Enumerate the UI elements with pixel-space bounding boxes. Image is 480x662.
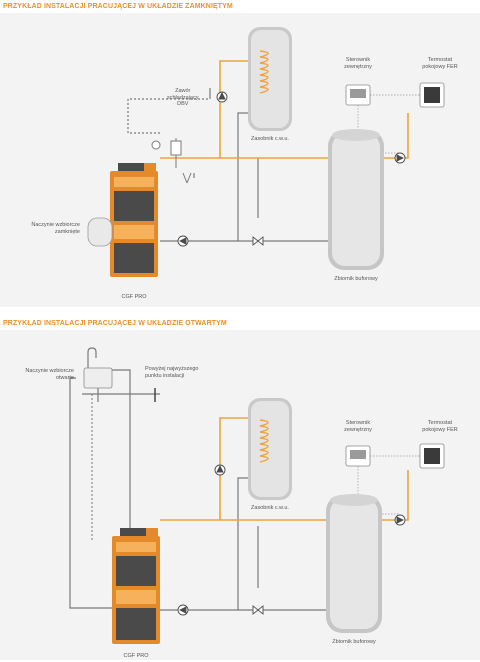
closed-controller-label: Sterownik zewnętrzny <box>334 57 382 70</box>
open-buffer-label: Zbiornik buforowy <box>332 639 376 645</box>
closed-mixing-valve <box>252 236 264 246</box>
closed-expansion-label-line1: Naczynie wzbiorcze <box>31 222 80 228</box>
open-pumps <box>177 464 406 616</box>
closed-buffer-label: Zbiornik buforowy <box>334 276 378 282</box>
closed-system-schematic <box>87 27 445 277</box>
closed-boiler-label: CGF PRO <box>121 294 147 300</box>
closed-controller <box>345 84 371 106</box>
closed-thermostat-label-line2: pokojowy FER <box>422 63 458 70</box>
closed-valve-label: Zawór schładzający DBV <box>167 88 199 108</box>
open-mixing-valve <box>252 605 264 615</box>
closed-dhw-tank <box>248 27 292 131</box>
closed-thermostat <box>419 82 445 108</box>
closed-expansion-label-line2: zamknięte <box>54 228 80 235</box>
closed-system-heading: PRZYKŁAD INSTALACJI PRACUJĄCEJ W UKŁADZI… <box>3 3 233 10</box>
closed-cooling-valve <box>151 138 192 184</box>
open-above-label: Powyżej najwyższego punktu instalacji <box>145 366 199 379</box>
open-system-diagram: Naczynie wzbiorcze otwarte Powyżej najwy… <box>0 330 480 660</box>
open-expansion-label: Naczynie wzbiorcze otwarte <box>4 368 74 381</box>
open-above-label-line2: punktu instalacji <box>145 372 185 379</box>
closed-boiler <box>110 163 158 277</box>
closed-valve-label-line2: schładzający <box>167 94 199 101</box>
open-thermostat-label-line1: Termostat <box>427 420 453 426</box>
closed-controller-label-line1: Sterownik <box>345 57 371 63</box>
closed-expansion-vessel <box>87 217 113 247</box>
open-boiler-label: CGF PRO <box>123 653 149 659</box>
closed-valve-label-line1: Zawór <box>175 88 191 94</box>
closed-pumps <box>177 91 406 247</box>
open-buffer-tank <box>326 494 382 633</box>
closed-valve-label-line3: DBV <box>177 101 189 108</box>
open-controller-label: Sterownik zewnętrzny <box>334 420 382 433</box>
open-above-label-line1: Powyżej najwyższego <box>145 366 199 372</box>
open-system-heading: PRZYKŁAD INSTALACJI PRACUJĄCEJ W UKŁADZI… <box>3 320 227 327</box>
closed-thermostat-label: Termostat pokojowy FER <box>410 57 470 70</box>
open-controller <box>345 445 371 467</box>
closed-buffer-tank <box>328 129 384 270</box>
open-thermostat-label-line2: pokojowy FER <box>422 426 458 433</box>
open-controller-label-line1: Sterownik <box>345 420 371 426</box>
closed-expansion-label: Naczynie wzbiorcze zamknięte <box>10 222 80 235</box>
open-controller-label-line2: zewnętrzny <box>344 426 372 433</box>
open-expansion-label-line2: otwarte <box>55 374 74 381</box>
closed-controller-label-line2: zewnętrzny <box>344 63 372 70</box>
open-dhw-tank <box>248 398 292 500</box>
open-return-pipes <box>69 347 330 611</box>
closed-thermostat-label-line1: Termostat <box>427 57 453 63</box>
closed-dhw-tank-label: Zasobnik c.w.u. <box>251 136 289 142</box>
closed-system-diagram: Zawór schładzający DBV Naczynie wzbiorcz… <box>0 13 480 307</box>
open-boiler <box>112 528 160 644</box>
open-dhw-tank-label: Zasobnik c.w.u. <box>251 505 289 511</box>
open-thermostat <box>419 443 445 469</box>
open-system-schematic <box>69 347 445 644</box>
open-expansion-vessel <box>83 367 113 389</box>
open-thermostat-label: Termostat pokojowy FER <box>410 420 470 433</box>
open-expansion-label-line1: Naczynie wzbiorcze <box>25 368 74 374</box>
